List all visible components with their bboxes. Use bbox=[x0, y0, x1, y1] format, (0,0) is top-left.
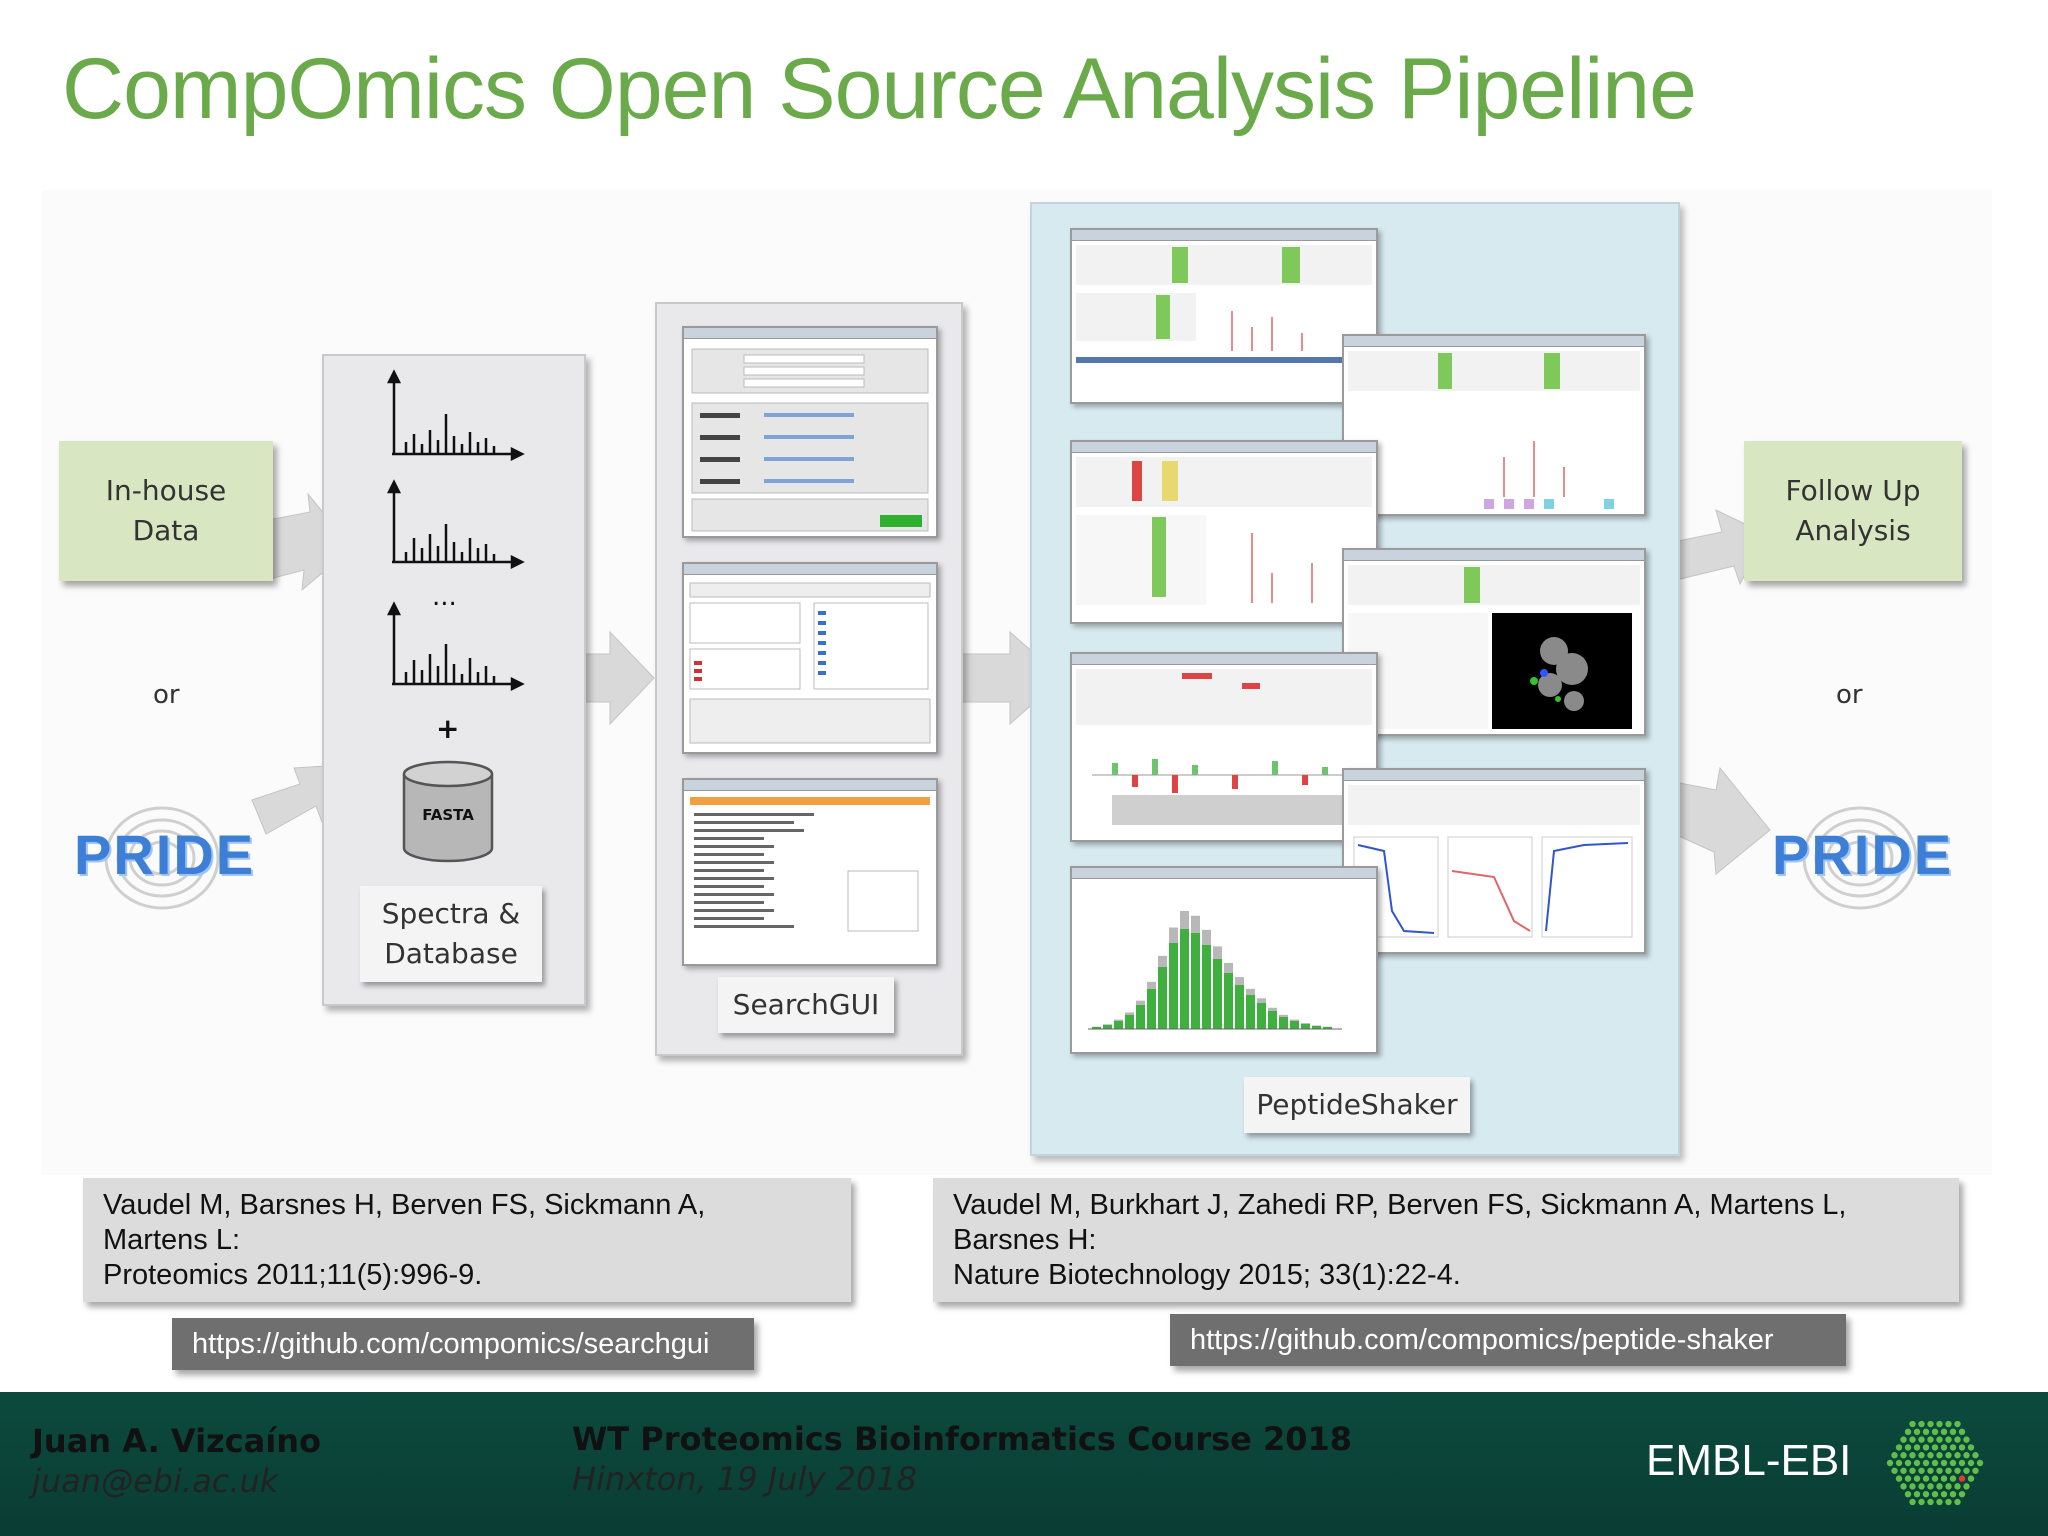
footer-author: Juan A. Vizcaíno bbox=[32, 1422, 321, 1460]
searchgui-github-link[interactable]: https://github.com/compomics/searchgui bbox=[172, 1318, 754, 1370]
qc-histogram bbox=[1088, 911, 1342, 1030]
spectrum-icon-2 bbox=[386, 479, 525, 570]
peptideshaker-label: PeptideShaker bbox=[1244, 1077, 1470, 1133]
followup-label-line2: Analysis bbox=[1795, 514, 1911, 547]
slide-title: CompOmics Open Source Analysis Pipeline bbox=[62, 41, 1697, 137]
pride-logo-left: PRIDE bbox=[72, 800, 256, 910]
inhouse-label-line1: In-house bbox=[105, 474, 227, 507]
peptideshaker-screenshot-qc bbox=[1070, 866, 1378, 1054]
reference-peptideshaker-line2: Barsnes H: bbox=[953, 1224, 1097, 1256]
database-icon bbox=[402, 760, 494, 863]
reference-searchgui: Vaudel M, Barsnes H, Berven FS, Sickmann… bbox=[83, 1178, 851, 1302]
reference-peptideshaker: Vaudel M, Burkhart J, Zahedi RP, Berven … bbox=[933, 1178, 1959, 1302]
fasta-label: FASTA bbox=[422, 806, 474, 824]
followup-analysis-box: Follow Up Analysis bbox=[1744, 441, 1962, 581]
inhouse-data-box: In-house Data bbox=[59, 441, 273, 581]
peptideshaker-screenshot-overview bbox=[1070, 228, 1378, 404]
peptideshaker-screenshot-fdr bbox=[1342, 768, 1646, 954]
footer-email: juan@ebi.ac.uk bbox=[32, 1462, 279, 1500]
pride-text-right: PRIDE bbox=[1772, 823, 1954, 886]
footer-place-date: Hinxton, 19 July 2018 bbox=[572, 1460, 917, 1498]
reference-peptideshaker-line1: Vaudel M, Burkhart J, Zahedi RP, Berven … bbox=[953, 1189, 1847, 1221]
spectra-label-line1: Spectra & bbox=[381, 897, 521, 930]
pride-text-left: PRIDE bbox=[74, 823, 256, 886]
reference-searchgui-line1: Vaudel M, Barsnes H, Berven FS, Sickmann… bbox=[103, 1189, 706, 1221]
followup-label-line1: Follow Up bbox=[1785, 474, 1921, 507]
reference-searchgui-line3: Proteomics 2011;11(5):996-9. bbox=[103, 1259, 483, 1291]
or-right: or bbox=[1836, 680, 1863, 710]
pride-logo-right: PRIDE bbox=[1770, 800, 1954, 910]
peptideshaker-screenshot-proteins bbox=[1342, 334, 1646, 516]
fingerprint-icon bbox=[104, 806, 220, 910]
spectra-label-line2: Database bbox=[384, 937, 518, 970]
spectra-icons bbox=[386, 369, 525, 692]
plus-sign: + bbox=[436, 712, 460, 745]
peptideshaker-github-link[interactable]: https://github.com/compomics/peptide-sha… bbox=[1170, 1314, 1846, 1366]
searchgui-screenshot-progress bbox=[682, 778, 938, 966]
spectrum-icon-1 bbox=[386, 369, 525, 462]
inhouse-label-line2: Data bbox=[132, 514, 200, 547]
peptideshaker-screenshot-validation bbox=[1070, 652, 1378, 842]
embl-ebi-logo-icon bbox=[1886, 1420, 1984, 1506]
reference-searchgui-line2: Martens L: bbox=[103, 1224, 240, 1256]
searchgui-label: SearchGUI bbox=[718, 977, 894, 1033]
spectra-database-label: Spectra & Database bbox=[360, 886, 542, 982]
peptideshaker-screenshot-modifications bbox=[1070, 440, 1378, 624]
reference-peptideshaker-line3: Nature Biotechnology 2015; 33(1):22-4. bbox=[953, 1259, 1461, 1291]
embl-ebi-logo-text: EMBL-EBI bbox=[1646, 1436, 1852, 1485]
fingerprint-icon bbox=[1802, 806, 1918, 910]
footer-course: WT Proteomics Bioinformatics Course 2018 bbox=[572, 1420, 1353, 1458]
spectra-ellipsis: ... bbox=[432, 582, 457, 612]
spectrum-icon-3 bbox=[386, 601, 525, 692]
peptideshaker-screenshot-structure bbox=[1342, 548, 1646, 736]
searchgui-screenshot-settings bbox=[682, 562, 938, 754]
searchgui-screenshot-main bbox=[682, 326, 938, 538]
or-left: or bbox=[153, 680, 180, 710]
footer-bar bbox=[0, 1392, 2048, 1536]
